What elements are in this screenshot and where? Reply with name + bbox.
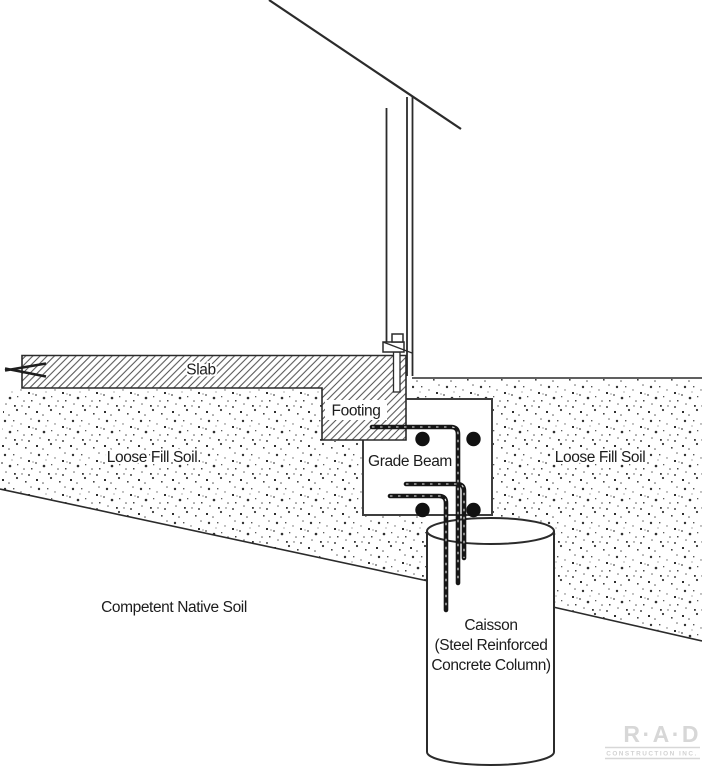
roof-line <box>268 0 462 130</box>
footing-label: Footing <box>332 403 381 420</box>
caisson-body <box>426 531 555 766</box>
loose-fill-soil-left-region <box>0 389 428 581</box>
rebar-dot-top-left <box>415 431 430 447</box>
native-soil-boundary-left <box>0 488 429 582</box>
native-soil-boundary-right <box>552 606 702 642</box>
caisson-label-line1: Caisson <box>464 617 517 634</box>
grade-beam-label: Grade Beam <box>368 453 452 470</box>
slab-break-symbol <box>4 362 47 378</box>
company-logo: R·A·D CONSTRUCTION INC. <box>605 721 701 760</box>
loose-fill-soil-right-region <box>412 379 702 641</box>
rebar-dot-top-right <box>466 431 481 447</box>
footing-label-background <box>325 400 387 420</box>
anchor-bolt-nut <box>391 333 404 343</box>
loose-fill-soil-right-label: Loose Fill Soil <box>555 449 646 466</box>
anchor-bolt-shaft <box>392 351 401 393</box>
caisson-label-line2: (Steel Reinforced <box>435 637 548 654</box>
rebar-dot-bottom-left <box>415 502 430 518</box>
competent-native-soil-label: Competent Native Soil <box>101 599 247 616</box>
logo-subtext: CONSTRUCTION INC. <box>606 751 698 758</box>
rebar-dot-bottom-right <box>466 502 481 518</box>
rebar-deformation-marks <box>372 426 465 610</box>
loose-fill-soil-left-label: Loose Fill Soil <box>107 449 198 466</box>
slab-footing-concrete <box>21 354 407 441</box>
sill-flashing-line <box>382 341 413 354</box>
slab-label: Slab <box>186 362 215 379</box>
logo-wordmark: R·A·D <box>623 721 701 747</box>
caisson-label-line3: Concrete Column) <box>431 657 551 674</box>
